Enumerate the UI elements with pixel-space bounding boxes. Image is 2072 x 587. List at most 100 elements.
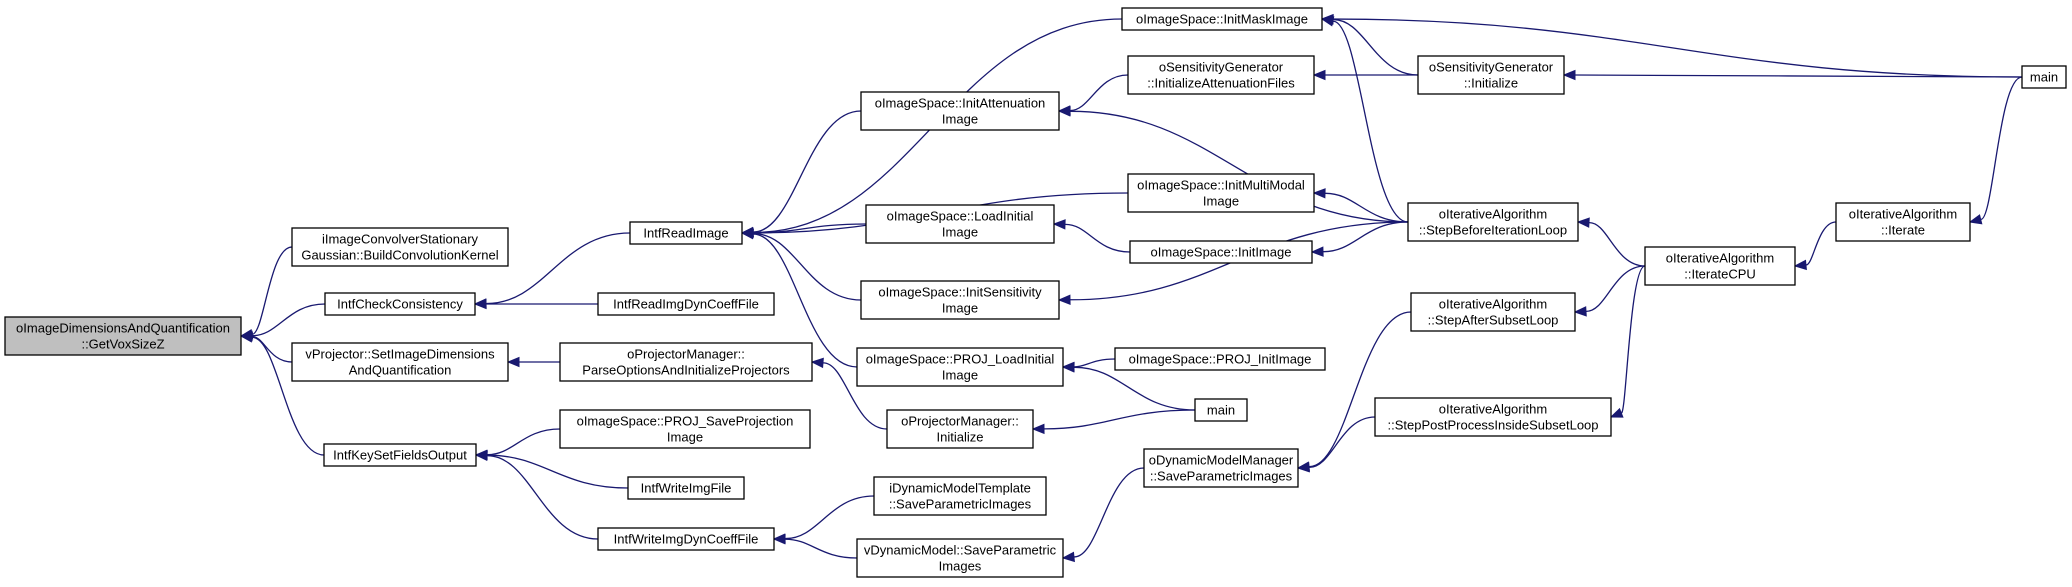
node-box-vproj_set[interactable] (291, 342, 509, 382)
node-box-writedyn[interactable] (597, 527, 775, 551)
node-box-sg_initatt[interactable] (1127, 55, 1315, 95)
node-box-is_projinit[interactable] (1114, 347, 1326, 371)
arrowhead-ia_itercpu-to-ia_stepbefore (1576, 217, 1590, 228)
node-box-is_loadinit[interactable] (865, 204, 1055, 244)
node-box-checkcons[interactable] (324, 292, 476, 316)
node-vdm_save[interactable]: vDynamicModel::SaveParametricImages (856, 538, 1064, 578)
node-label-main_right-line-1: main (2030, 70, 2058, 85)
arrowhead-ia_iterate-to-ia_itercpu (1793, 259, 1807, 271)
node-sg_initatt[interactable]: oSensitivityGenerator::InitializeAttenua… (1127, 55, 1315, 95)
node-ia_iterate[interactable]: oIterativeAlgorithm::Iterate (1835, 202, 1971, 242)
node-sg_init[interactable]: oSensitivityGenerator::Initialize (1417, 55, 1565, 95)
node-box-conv[interactable] (291, 227, 509, 267)
node-label-ia_stepafter-line-1: oIterativeAlgorithm (1439, 297, 1547, 312)
node-label-is_initimg-line-1: oImageSpace::InitImage (1151, 245, 1292, 260)
node-is_initimg[interactable]: oImageSpace::InitImage (1129, 240, 1313, 264)
node-label-sg_init-line-2: ::Initialize (1464, 76, 1518, 91)
node-label-keyset-line-1: IntfKeySetFieldsOutput (333, 448, 467, 463)
node-pm_init[interactable]: oProjectorManager::Initialize (886, 409, 1034, 449)
node-pm_parse[interactable]: oProjectorManager::ParseOptionsAndInitia… (559, 342, 813, 382)
edge-main_right-to-ia_iterate (1980, 76, 2023, 221)
node-box-ia_iterate[interactable] (1835, 202, 1971, 242)
node-label-dmt_save-line-2: ::SaveParametricImages (889, 497, 1032, 512)
node-box-is_initsens[interactable] (860, 280, 1060, 320)
edge-is_saveproj-to-keyset (486, 428, 561, 456)
node-box-sg_init[interactable] (1417, 55, 1565, 95)
node-label-ia_stepafter-line-2: ::StepAfterSubsetLoop (1428, 313, 1559, 328)
node-box-readdyn[interactable] (597, 292, 775, 316)
node-ia_stepafter[interactable]: oIterativeAlgorithm::StepAfterSubsetLoop (1410, 292, 1576, 332)
node-label-ia_steppost-line-1: oIterativeAlgorithm (1439, 402, 1547, 417)
node-box-readimg[interactable] (629, 221, 743, 245)
node-checkcons[interactable]: IntfCheckConsistency (324, 292, 476, 316)
node-label-conv-line-1: iImageConvolverStationary (322, 232, 479, 247)
node-box-vdm_save[interactable] (856, 538, 1064, 578)
arrowhead-pm_parse-to-vproj_set (506, 356, 520, 368)
node-box-keyset[interactable] (323, 443, 477, 467)
node-ia_steppost[interactable]: oIterativeAlgorithm::StepPostProcessInsi… (1374, 397, 1612, 437)
node-box-writeimg[interactable] (627, 476, 745, 500)
node-writedyn[interactable]: IntfWriteImgDynCoeffFile (597, 527, 775, 551)
edge-conv-to-getvox (251, 246, 293, 335)
node-box-is_initatt[interactable] (860, 91, 1060, 131)
node-writeimg[interactable]: IntfWriteImgFile (627, 476, 745, 500)
edge-ia_stepbefore-to-is_initmm (1324, 192, 1409, 223)
node-box-pm_parse[interactable] (559, 342, 813, 382)
edge-is_projload-to-readimg (752, 233, 858, 368)
arrowhead-ia_stepbefore-to-is_initmm (1312, 188, 1326, 199)
node-box-ddm_save[interactable] (1143, 448, 1299, 488)
node-box-main_right[interactable] (2021, 65, 2067, 89)
node-box-is_initmask[interactable] (1121, 7, 1323, 31)
arrowhead-ia_stepbefore-to-is_initimg (1310, 246, 1324, 257)
node-box-ia_steppost[interactable] (1374, 397, 1612, 437)
edge-is_projinit-to-is_projload (1073, 358, 1116, 368)
node-box-ia_itercpu[interactable] (1644, 246, 1796, 286)
edge-ia_itercpu-to-ia_stepafter (1585, 265, 1646, 313)
node-label-vproj_set-line-2: AndQuantification (349, 363, 452, 378)
node-ddm_save[interactable]: oDynamicModelManager::SaveParametricImag… (1143, 448, 1299, 488)
node-conv[interactable]: iImageConvolverStationaryGaussian::Build… (291, 227, 509, 267)
node-keyset[interactable]: IntfKeySetFieldsOutput (323, 443, 477, 467)
node-main_mid[interactable]: main (1194, 398, 1248, 422)
node-is_projinit[interactable]: oImageSpace::PROJ_InitImage (1114, 347, 1326, 371)
node-getvox[interactable]: oImageDimensionsAndQuantification::GetVo… (4, 316, 242, 356)
node-box-getvox[interactable] (4, 316, 242, 356)
node-label-pm_parse-line-1: oProjectorManager:: (627, 347, 745, 362)
node-box-is_saveproj[interactable] (559, 409, 811, 449)
node-is_initmask[interactable]: oImageSpace::InitMaskImage (1121, 7, 1323, 31)
edge-ia_itercpu-to-ia_stepbefore (1588, 221, 1646, 267)
node-label-writedyn-line-1: IntfWriteImgDynCoeffFile (614, 532, 759, 547)
edge-is_loadinit-to-readimg (752, 223, 867, 234)
node-box-ia_stepbefore[interactable] (1407, 202, 1579, 242)
node-readdyn[interactable]: IntfReadImgDynCoeffFile (597, 292, 775, 316)
node-ia_itercpu[interactable]: oIterativeAlgorithm::IterateCPU (1644, 246, 1796, 286)
node-dmt_save[interactable]: iDynamicModelTemplate::SaveParametricIma… (873, 476, 1047, 516)
edge-ia_stepbefore-to-is_initmask (1332, 20, 1409, 223)
node-label-readdyn-line-1: IntfReadImgDynCoeffFile (613, 297, 759, 312)
node-box-is_initmm[interactable] (1127, 173, 1315, 213)
node-box-pm_init[interactable] (886, 409, 1034, 449)
arrowhead-pm_init-to-pm_parse (810, 357, 824, 369)
edge-dmt_save-to-writedyn (784, 495, 875, 540)
edge-main_mid-to-pm_init (1043, 409, 1196, 430)
edge-ia_stepbefore-to-is_initatt (1069, 110, 1409, 223)
arrowhead-ia_stepbefore-to-is_initsens (1057, 294, 1071, 306)
node-label-sg_initatt-line-2: ::InitializeAttenuationFiles (1147, 76, 1295, 91)
node-vproj_set[interactable]: vProjector::SetImageDimensionsAndQuantif… (291, 342, 509, 382)
node-box-dmt_save[interactable] (873, 476, 1047, 516)
node-readimg[interactable]: IntfReadImage (629, 221, 743, 245)
node-ia_stepbefore[interactable]: oIterativeAlgorithm::StepBeforeIteration… (1407, 202, 1579, 242)
node-box-is_projload[interactable] (856, 347, 1064, 387)
node-box-main_mid[interactable] (1194, 398, 1248, 422)
node-label-getvox-line-2: ::GetVoxSizeZ (81, 337, 164, 352)
edge-checkcons-to-getvox (251, 303, 326, 337)
node-box-is_initimg[interactable] (1129, 240, 1313, 264)
node-main_right[interactable]: main (2021, 65, 2067, 89)
node-box-ia_stepafter[interactable] (1410, 292, 1576, 332)
